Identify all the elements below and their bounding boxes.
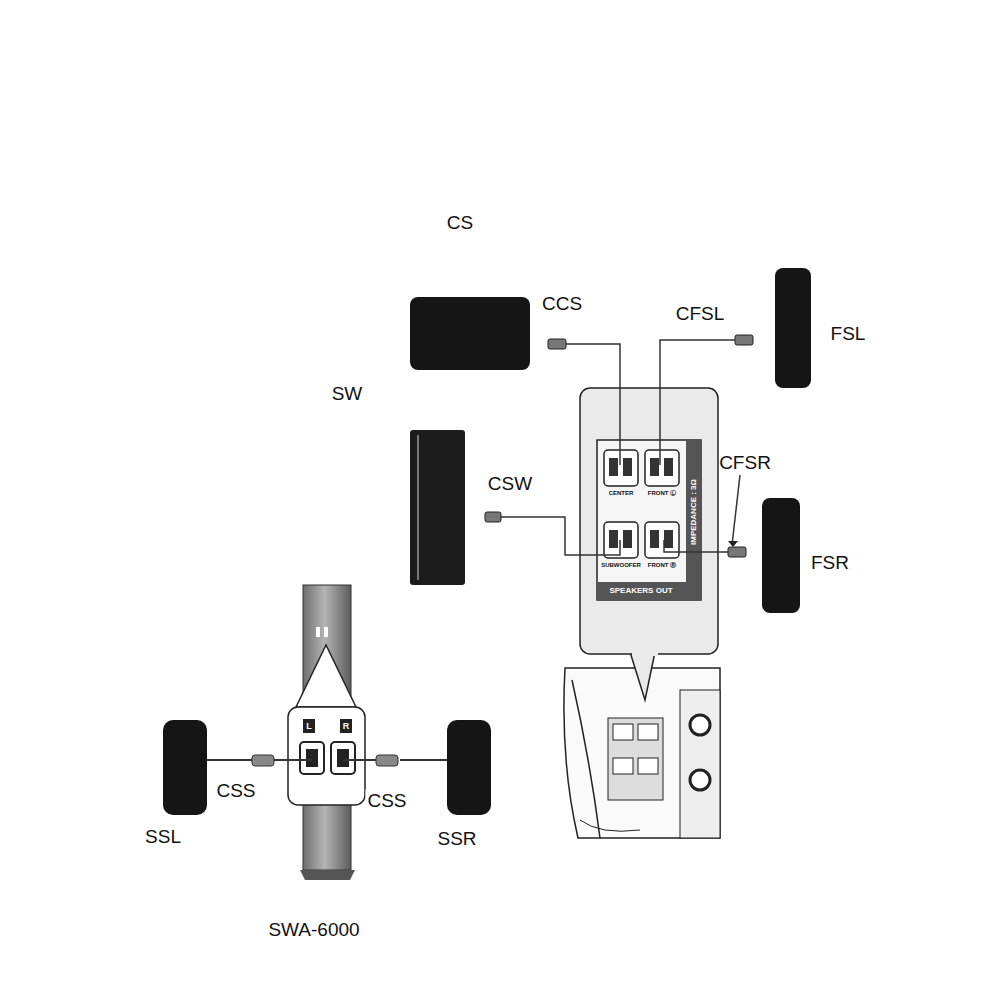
cable-label: CSS xyxy=(214,780,257,801)
receiver-unit xyxy=(564,668,720,838)
terminal-panel xyxy=(288,707,365,805)
channel-label: R xyxy=(343,722,350,731)
cable-label: CSW xyxy=(488,474,532,493)
speaker-label: SSL xyxy=(145,827,181,846)
front-left-speaker xyxy=(775,268,811,388)
cable-label: CFSR xyxy=(719,453,771,472)
speaker-label: SW xyxy=(332,384,363,403)
speaker-label: CS xyxy=(447,213,473,232)
terminal-label: FRONT Ⓛ xyxy=(648,490,676,496)
speaker-label: FSL xyxy=(831,324,866,343)
speaker-label: FSR xyxy=(811,553,849,572)
terminal-label: CENTER xyxy=(609,490,634,496)
speaker-label: SSR xyxy=(437,829,476,848)
surround-left-speaker xyxy=(163,720,207,815)
channel-label: L xyxy=(306,722,312,731)
panel-label: IMPEDANCE : 3Ω xyxy=(690,479,698,545)
model-label: SWA-6000 xyxy=(268,920,359,939)
cable-label: CSS xyxy=(365,790,408,811)
front-right-speaker xyxy=(762,498,800,613)
speaker-terminal-callout xyxy=(580,388,718,654)
cable-label: CFSL xyxy=(676,304,725,323)
subwoofer-speaker xyxy=(410,430,465,585)
terminal-label: FRONT Ⓡ xyxy=(648,562,676,568)
panel-label: SPEAKERS OUT xyxy=(609,587,672,595)
surround-right-speaker xyxy=(447,720,491,815)
center-speaker xyxy=(410,297,530,370)
terminal-label: SUBWOOFER xyxy=(601,562,641,568)
cable-label: CCS xyxy=(542,294,582,313)
